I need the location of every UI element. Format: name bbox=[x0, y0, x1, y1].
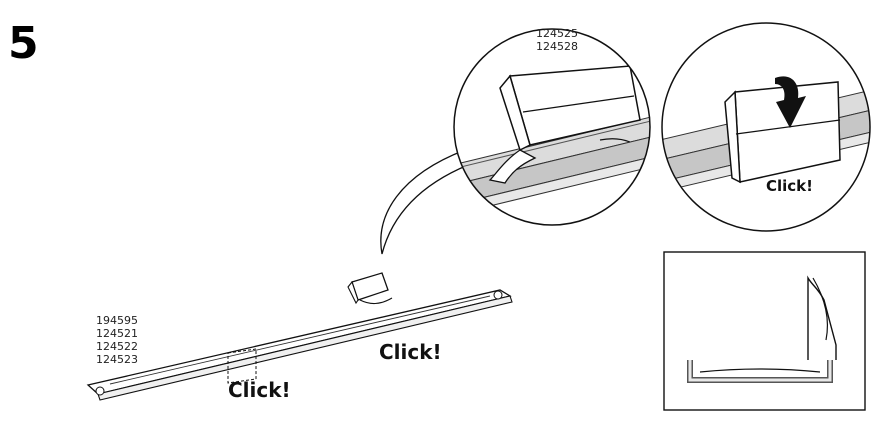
profile-detail-box bbox=[663, 251, 866, 411]
part-code: 124521 bbox=[96, 327, 138, 340]
click-label-rail-right: Click! bbox=[379, 340, 442, 364]
detail-circle-left bbox=[453, 28, 651, 226]
part-code: 124522 bbox=[96, 340, 138, 353]
rail-part-codes: 194595 124521 124522 124523 bbox=[96, 314, 138, 366]
detail-circle-right bbox=[661, 22, 871, 232]
callout-tail bbox=[380, 149, 469, 255]
step-number: 5 bbox=[8, 18, 39, 69]
click-label-detail: Click! bbox=[766, 177, 813, 195]
clip-part-codes: 124525 124528 bbox=[536, 27, 578, 53]
part-code: 124528 bbox=[536, 40, 578, 53]
part-code: 194595 bbox=[96, 314, 138, 327]
part-code: 124525 bbox=[536, 27, 578, 40]
part-code: 124523 bbox=[96, 353, 138, 366]
rail-drawing bbox=[86, 272, 513, 401]
down-arrow-icon bbox=[775, 76, 806, 128]
click-label-rail-left: Click! bbox=[228, 378, 291, 402]
